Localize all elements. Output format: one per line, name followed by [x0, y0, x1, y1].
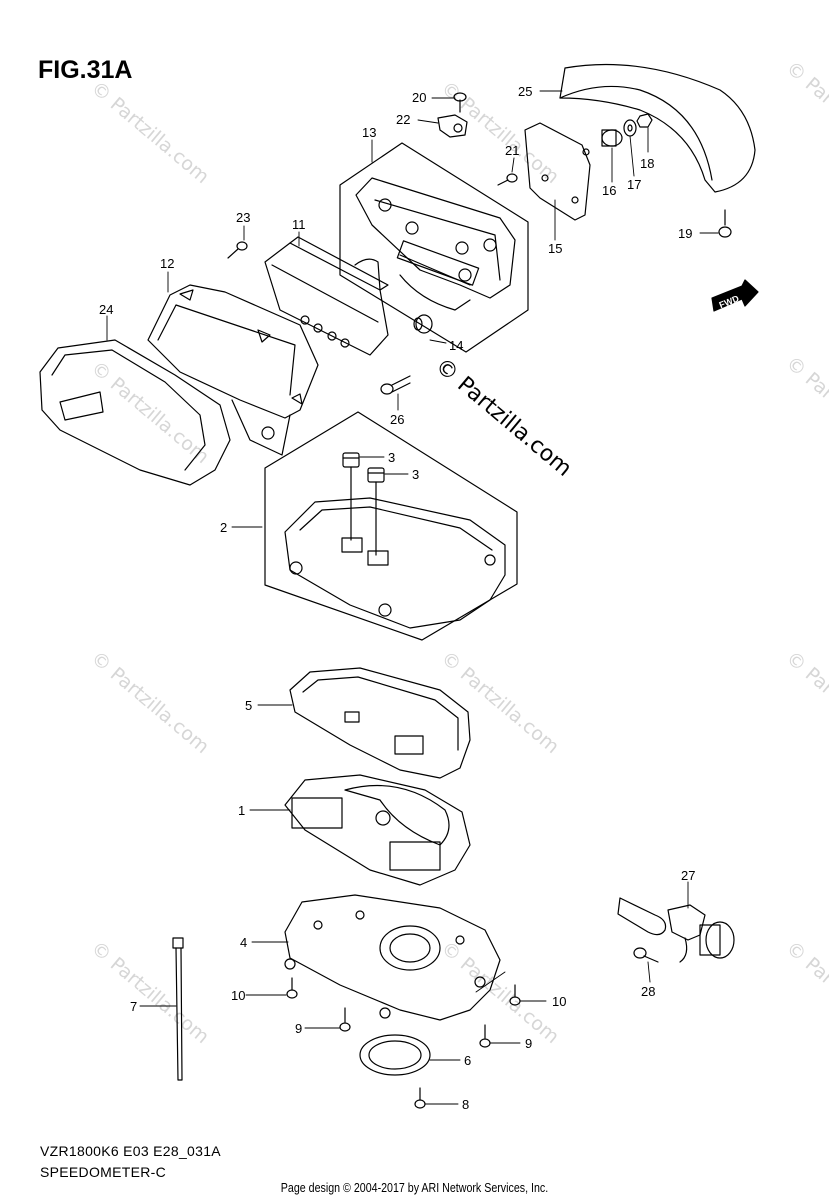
part-21-screw: [497, 173, 518, 186]
model-code: VZR1800K6 E03 E28_031A: [40, 1143, 221, 1159]
part-10-screw: [286, 977, 298, 999]
callout-4: 4: [240, 935, 247, 950]
part-19-screw: [718, 209, 732, 238]
callout-16: 16: [602, 183, 616, 198]
part-9-screw: [479, 1024, 491, 1048]
callout-2: 2: [220, 520, 227, 535]
watermark-text: © Partzilla.com: [782, 352, 829, 463]
part-14-grommet: [413, 314, 433, 334]
part-24-outer-cover: [39, 339, 231, 486]
watermark-text: © Partzilla.com: [782, 937, 829, 1048]
callout-11: 11: [292, 217, 306, 232]
callout-28: 28: [641, 984, 655, 999]
fwd-arrow: [711, 279, 759, 312]
callout-23: 23: [236, 210, 250, 225]
part-12-panel: [147, 284, 319, 456]
assembly-box-2: [264, 411, 518, 641]
callout-9: 9: [525, 1036, 532, 1051]
callout-1: 1: [238, 803, 245, 818]
callout-17: 17: [627, 177, 641, 192]
part-13-housing: [355, 177, 516, 311]
callout-24: 24: [99, 302, 113, 317]
callout-6: 6: [464, 1053, 471, 1068]
part-15-bracket: [524, 122, 591, 221]
part-2-upper-case: [284, 497, 506, 629]
leader-lines: [106, 90, 719, 1105]
callout-22: 22: [396, 112, 410, 127]
figure-title: FIG.31A: [38, 56, 133, 84]
part-16-collar: [601, 129, 623, 147]
watermark-text: © Partzilla.com: [437, 937, 563, 1048]
part-18-nut: [636, 113, 653, 128]
part-25-cover: [559, 63, 756, 193]
watermark-center-text: © Partzilla.com: [430, 353, 576, 481]
watermark-text: © Partzilla.com: [87, 937, 213, 1048]
callout-9: 9: [295, 1021, 302, 1036]
callout-5: 5: [245, 698, 252, 713]
part-1-meter: [284, 774, 471, 886]
callout-15: 15: [548, 241, 562, 256]
callout-8: 8: [462, 1097, 469, 1112]
part-23-screw: [227, 241, 248, 259]
page-footer: Page design © 2004-2017 by ARI Network S…: [280, 1180, 549, 1195]
part-20-screw: [453, 92, 467, 113]
watermark-text: © Partzilla.com: [782, 57, 829, 168]
callout-3: 3: [388, 450, 395, 465]
part-22-clamp: [437, 114, 468, 138]
watermark-text: © Partzilla.com: [87, 647, 213, 758]
callout-25: 25: [518, 84, 532, 99]
part-27-sensor: [617, 897, 735, 963]
callout-13: 13: [362, 125, 376, 140]
callout-21: 21: [505, 143, 519, 158]
part-11-unit: [264, 236, 389, 356]
callout-26: 26: [390, 412, 404, 427]
callout-20: 20: [412, 90, 426, 105]
part-8-screw: [414, 1087, 426, 1109]
watermark-text: © Partzilla.com: [87, 77, 213, 188]
part-5-lens: [289, 667, 471, 779]
part-6-gasket: [359, 1034, 431, 1076]
part-4-lower-case: [284, 894, 501, 1021]
part-3-grommet: [367, 467, 385, 483]
part-9-screw: [339, 1007, 351, 1032]
callout-7: 7: [130, 999, 137, 1014]
section-name: SPEEDOMETER-C: [40, 1164, 167, 1180]
part-7-cable-tie: [172, 937, 184, 1081]
callout-10: 10: [552, 994, 566, 1009]
part-28-screw: [633, 947, 659, 963]
callout-14: 14: [449, 338, 463, 353]
watermarks: © Partzilla.com © Partzilla.com © Partzi…: [87, 57, 829, 1048]
callout-10: 10: [231, 988, 245, 1003]
part-17-washer: [623, 119, 637, 137]
callout-27: 27: [681, 868, 695, 883]
callout-3: 3: [412, 467, 419, 482]
callout-labels: 20 22 25 13 21 18 16 17 15 19 23 11 12 2…: [99, 84, 695, 1112]
callout-12: 12: [160, 256, 174, 271]
part-3-grommet: [342, 452, 360, 468]
part-26-bolt: [380, 375, 411, 395]
watermark-text: © Partzilla.com: [782, 647, 829, 758]
callout-19: 19: [678, 226, 692, 241]
assembly-box-13: [339, 142, 529, 353]
callout-18: 18: [640, 156, 654, 171]
